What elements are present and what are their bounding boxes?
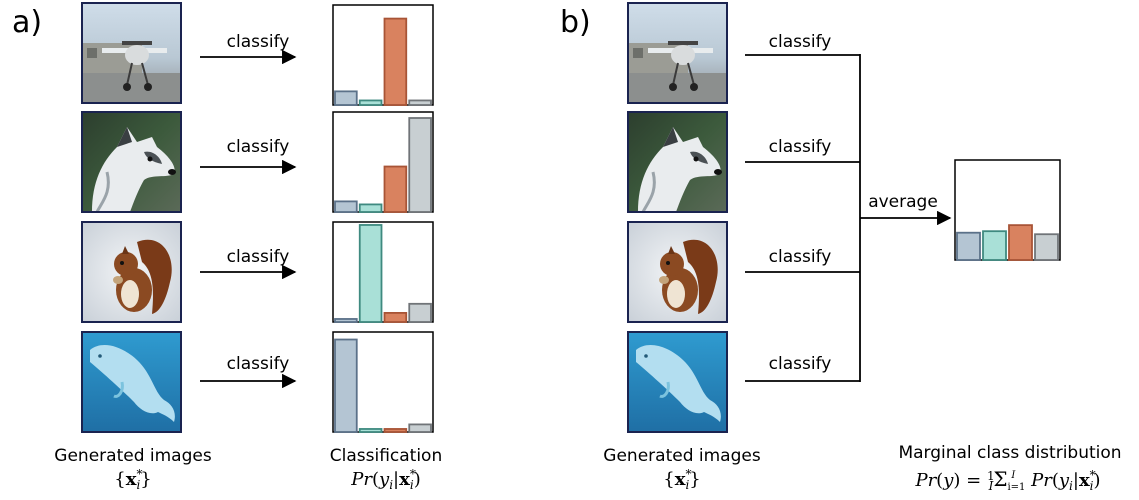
bar-class-2 xyxy=(358,99,383,106)
bar-class-2 xyxy=(358,224,383,323)
bar-class-1 xyxy=(956,231,981,261)
bar-class-1 xyxy=(334,318,358,323)
bar-class-1 xyxy=(334,90,358,106)
classify-label: classify xyxy=(227,247,290,267)
classify-label: classify xyxy=(227,354,290,374)
bar-class-4 xyxy=(408,99,432,106)
images-math-b: {x*i} xyxy=(663,467,700,492)
bar-class-1 xyxy=(334,200,358,213)
histogram-squirrel xyxy=(332,221,434,323)
bar-class-3 xyxy=(383,17,408,106)
panel-b-label: b) xyxy=(560,5,591,40)
marginal-caption: Marginal class distribution xyxy=(898,443,1121,463)
classify-arrow-a4: classify xyxy=(200,354,297,389)
panel-a-label: a) xyxy=(12,5,42,40)
dog-photo xyxy=(81,111,182,213)
classify-label: classify xyxy=(769,32,832,52)
histogram-dog xyxy=(332,111,434,213)
airplane-photo xyxy=(81,2,182,104)
whale-photo xyxy=(81,331,182,433)
images-caption-a: Generated images xyxy=(54,446,212,466)
histogram-marginal xyxy=(954,159,1061,261)
classify-line-b2: classify xyxy=(745,137,860,163)
bar-class-2 xyxy=(358,203,383,213)
bar-class-2 xyxy=(358,428,383,433)
average-arrow: average xyxy=(860,192,952,226)
hist-math-a: Pr(yi|x*i) xyxy=(350,467,420,492)
histogram-airplane xyxy=(332,4,434,106)
bar-class-3 xyxy=(383,312,408,323)
classify-label: classify xyxy=(769,137,832,157)
images-caption-b: Generated images xyxy=(603,446,761,466)
classify-label: classify xyxy=(227,137,290,157)
histogram-whale xyxy=(332,331,434,433)
squirrel-photo xyxy=(81,221,182,323)
classify-arrow-a3: classify xyxy=(200,247,297,280)
bar-class-1 xyxy=(334,338,358,433)
classify-line-b1: classify xyxy=(745,32,860,56)
classify-label: classify xyxy=(769,354,832,374)
bar-class-4 xyxy=(1034,233,1059,261)
bar-class-3 xyxy=(383,165,408,213)
hist-caption-a: Classification xyxy=(330,446,442,466)
bar-class-3 xyxy=(383,428,408,433)
average-label: average xyxy=(868,192,938,212)
airplane-photo xyxy=(627,2,728,104)
bar-class-2 xyxy=(982,230,1007,261)
dog-photo xyxy=(627,111,728,213)
classify-arrow-a1: classify xyxy=(200,32,297,65)
classify-arrow-a2: classify xyxy=(200,137,297,175)
images-math-a: {x*i} xyxy=(114,467,151,492)
whale-photo xyxy=(627,331,728,433)
classify-label: classify xyxy=(227,32,290,52)
bar-class-4 xyxy=(408,117,432,213)
bar-class-4 xyxy=(408,302,432,323)
squirrel-photo xyxy=(627,221,728,323)
histogram-frame xyxy=(332,4,434,106)
classify-line-b4: classify xyxy=(745,354,860,382)
classify-line-b3: classify xyxy=(745,247,860,273)
bar-class-3 xyxy=(1008,224,1033,261)
classify-label: classify xyxy=(769,247,832,267)
bar-class-4 xyxy=(408,423,432,433)
